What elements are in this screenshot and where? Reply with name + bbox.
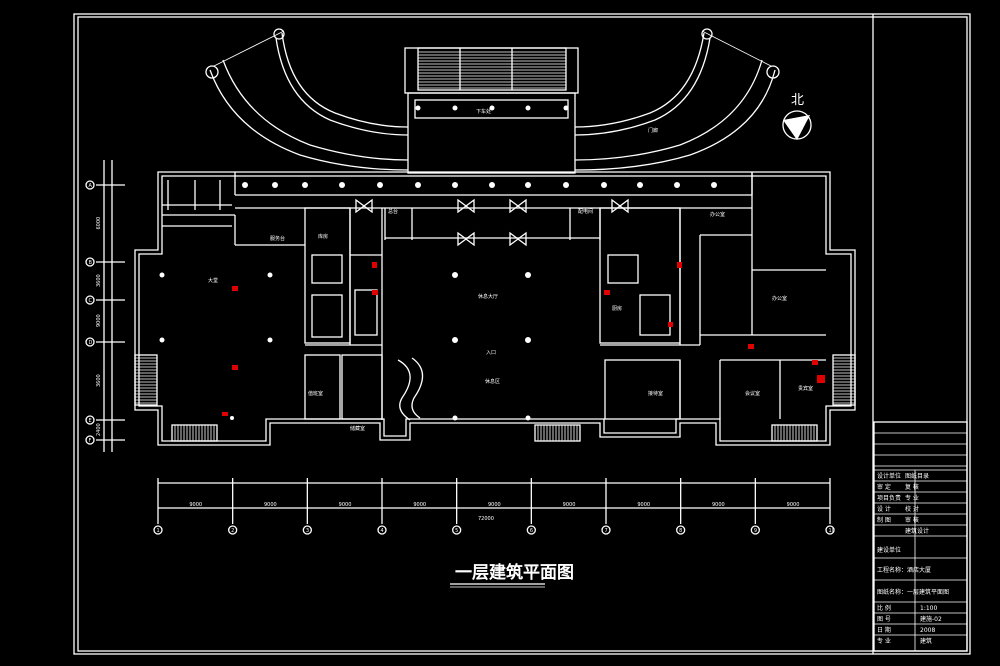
interior-walls [162, 172, 826, 420]
doors [355, 198, 629, 247]
dropoff-label: 下车处 [476, 108, 491, 115]
title-block: 设计单位图纸目录审 定复 核项目负责专 业设 计校 对制 图审 核建筑设计建设单… [873, 421, 968, 652]
north-arrow-icon: 北 [782, 93, 812, 140]
bottom-dimension: 1 9000 2 9000 3 9000 4 9000 5 9000 6 9000 7 9000 8 9000… [153, 478, 835, 535]
room-label-kitchen: 厨房 [612, 305, 622, 312]
title-block-info: 建筑 [920, 637, 932, 645]
room-label-storage: 库房 [318, 233, 328, 240]
axis-bubble-label: 6 [530, 528, 533, 534]
axis-bubble-label: D [89, 340, 93, 346]
axis-dimension-label: 2400 [96, 423, 102, 436]
title-block-drawing-name: 图纸名称：一层建筑平面图 [877, 588, 949, 596]
axis-dimension-label: 9000 [413, 502, 426, 508]
canopy-label: 门廊 [648, 127, 658, 134]
title-block-cell: 复 核 [905, 483, 919, 491]
title-block-cell: 专 业 [905, 494, 919, 502]
room-label-reception-room: 接待室 [648, 390, 663, 397]
axis-dimension-label: 6000 [96, 217, 102, 230]
title-block-info: 2008 [920, 627, 935, 634]
canopy-right [574, 28, 780, 171]
entrance-steps: 下车处 门廊 [404, 47, 658, 174]
axis-bubble-label: C [89, 298, 93, 304]
title-block-cell: 审 定 [877, 483, 891, 491]
north-label: 北 [791, 93, 804, 108]
axis-dimension-label: 9000 [189, 502, 202, 508]
title-block-cell: 建筑设计 [905, 527, 929, 535]
outer-frame [73, 13, 971, 655]
title-block-info: 图 号 [877, 616, 891, 623]
axis-bubble-label: 10 [829, 528, 835, 534]
building-outline [134, 171, 856, 446]
axis-bubble-label: 1 [157, 528, 160, 534]
axis-bubble-label: 9 [754, 528, 757, 534]
room-label-store: 储藏室 [350, 425, 365, 432]
axis-bubble-label: B [89, 260, 93, 266]
title-block-info: 建施-02 [920, 615, 942, 623]
stairs [134, 354, 856, 442]
axis-bubble-label: 5 [455, 528, 458, 534]
axis-dimension-label: 3600 [96, 374, 102, 387]
title-block-cell: 设计单位 [877, 472, 901, 480]
room-label-office: 办公室 [772, 295, 787, 302]
title-block-info: 比 例 [877, 604, 891, 612]
colonnade-columns [242, 105, 717, 188]
title-block-info: 日 期 [877, 626, 891, 634]
title-block-unit: 建设单位 [877, 546, 901, 554]
inner-frame [77, 16, 968, 652]
title-block-cell: 制 图 [877, 516, 891, 524]
room-label-reception: 总台 [388, 208, 398, 215]
axis-dimension-label: 9000 [96, 314, 102, 327]
interior-columns [159, 272, 531, 421]
axis-dimension-label: 9000 [563, 502, 576, 508]
title-block-project: 工程名称：酒店大厦 [877, 566, 931, 574]
drawing-title: 一层建筑平面图 [455, 562, 574, 583]
axis-dimension-label: 9000 [712, 502, 725, 508]
room-labels: 大堂 休息大厅 休息区 服务台 总台 值班室 厨房 办公室 办公室 会议室 贵宾… [208, 208, 813, 432]
axis-bubble-label: F [89, 438, 92, 444]
axis-dimension-label: 9000 [637, 502, 650, 508]
axis-dimension-label: 9000 [339, 502, 352, 508]
axis-dimension-label: 9000 [488, 502, 501, 508]
title-block-info: 专 业 [877, 637, 891, 645]
room-label-waiting: 休息区 [485, 378, 500, 385]
axis-bubble-label: A [89, 183, 93, 189]
room-label-vip: 贵宾室 [798, 385, 813, 392]
axis-bubble-label: 8 [679, 528, 682, 534]
axis-bubble-label: 4 [381, 528, 384, 534]
room-label-hall: 休息大厅 [478, 293, 498, 300]
canopy-left [205, 28, 409, 171]
axis-bubble-label: 3 [306, 528, 309, 534]
axis-bubble-label: E [89, 418, 92, 424]
title-block-cell: 图纸目录 [905, 472, 929, 480]
title-block-info: 1:100 [920, 605, 937, 612]
room-label-office-top: 办公室 [710, 211, 725, 218]
axis-bubble-label: 7 [605, 528, 608, 534]
total-dimension: 72000 [478, 516, 494, 522]
axis-dimension-label: 9000 [264, 502, 277, 508]
room-label-power: 配电间 [578, 208, 593, 215]
axis-bubble-label: 2 [231, 528, 234, 534]
title-block-cell: 项目负责 [877, 494, 901, 502]
room-label-entry: 入口 [486, 350, 496, 356]
title-block-cell: 设 计 [877, 505, 891, 513]
room-label-lobby: 大堂 [208, 277, 218, 284]
room-label-service: 服务台 [270, 235, 285, 242]
room-label-meeting: 会议室 [745, 390, 760, 397]
fire-markers [222, 262, 825, 416]
title-block-cell: 审 核 [905, 516, 919, 524]
room-label-duty: 值班室 [308, 390, 323, 397]
title-block-cell: 校 对 [905, 505, 919, 513]
axis-dimension-label: 9000 [787, 502, 800, 508]
axis-dimension-label: 3600 [96, 274, 102, 287]
